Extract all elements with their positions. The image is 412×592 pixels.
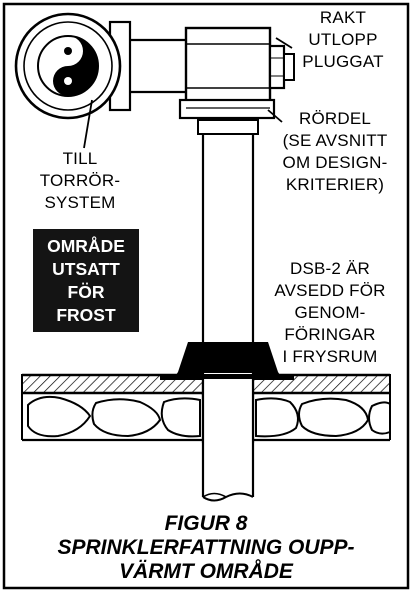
end-elbow	[14, 12, 132, 120]
leader-lines	[83, 37, 293, 361]
label-line: UTLOPP	[308, 30, 378, 49]
label-line: TILL	[62, 149, 98, 168]
caption-line: FIGUR 8	[164, 512, 248, 535]
label-line: I FRYSRUM	[282, 347, 378, 366]
figure-caption: FIGUR 8 SPRINKLERFATTNING OUPP- VÄRMT OM…	[0, 512, 412, 584]
label-line: OM DESIGN-	[282, 153, 388, 172]
yin-yang-icon	[37, 35, 99, 97]
warning-line: FÖR	[67, 281, 105, 302]
leader-dry	[83, 99, 93, 149]
label-dry-system: TILL TORRÖR- SYSTEM	[20, 148, 140, 214]
label-pipe-section: RÖRDEL (SE AVSNITT OM DESIGN- KRITERIER)	[260, 108, 410, 196]
warning-line: OMRÅDE	[47, 235, 125, 256]
caption-line: VÄRMT OMRÅDE	[119, 560, 293, 583]
warning-line: FROST	[56, 304, 116, 325]
leader-outlet	[275, 37, 293, 49]
drop-pipe	[197, 119, 259, 502]
tee-fitting	[128, 26, 276, 120]
label-line: TORRÖR-	[39, 171, 121, 190]
leader-pipe	[267, 109, 283, 123]
label-line: RAKT	[319, 8, 367, 27]
label-line: KRITERIER)	[285, 175, 385, 194]
caption-line: SPRINKLERFATTNING OUPP-	[57, 536, 355, 559]
leader-dsb	[247, 349, 267, 361]
label-dsb-penetration: DSB-2 ÄR AVSEDD FÖR GENOM- FÖRINGAR I FR…	[255, 258, 405, 368]
label-line: AVSEDD FÖR	[274, 281, 386, 300]
label-line: (SE AVSNITT	[282, 131, 388, 150]
warning-line: UTSATT	[52, 258, 120, 279]
label-line: GENOM-	[294, 303, 366, 322]
outlet-plug	[268, 44, 295, 90]
label-line: PLUGGAT	[302, 52, 384, 71]
label-line: RÖRDEL	[298, 109, 372, 128]
label-plugged-outlet: RAKT UTLOPP PLUGGAT	[268, 7, 412, 73]
frost-warning-box: OMRÅDE UTSATT FÖR FROST	[33, 229, 139, 332]
label-line: DSB-2 ÄR	[289, 259, 370, 278]
label-line: FÖRINGAR	[284, 325, 376, 344]
ceiling-slab	[21, 373, 391, 443]
label-line: SYSTEM	[44, 193, 116, 212]
